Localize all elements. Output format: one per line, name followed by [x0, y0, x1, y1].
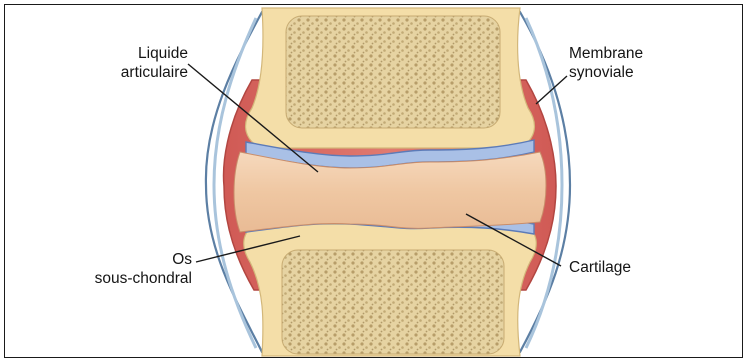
label-os-sous-chondral: Os sous-chondral — [50, 250, 192, 288]
label-membrane-synoviale: Membrane synoviale — [569, 44, 709, 82]
lower-spongy-bone — [282, 250, 504, 354]
label-liquide-articulaire: Liquide articulaire — [96, 44, 188, 82]
label-cartilage: Cartilage — [569, 258, 689, 277]
upper-spongy-bone — [286, 16, 500, 128]
